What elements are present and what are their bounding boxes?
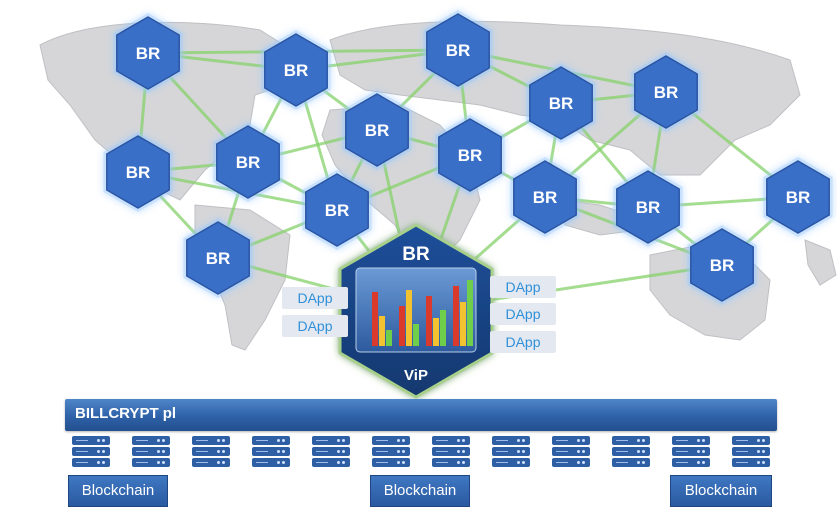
br-node-hexagon	[106, 135, 170, 209]
br-node-label: BR	[236, 153, 261, 172]
br-node: BR	[103, 132, 173, 212]
br-node: BR	[526, 63, 596, 143]
server-rack-icon	[432, 436, 470, 469]
br-node-label: BR	[126, 163, 151, 182]
mini-chart-bar	[453, 286, 459, 346]
br-node-hexagon	[216, 125, 280, 199]
br-node: BR	[342, 90, 412, 170]
br-node-label: BR	[636, 198, 661, 217]
mini-chart-bar	[399, 306, 405, 346]
br-node: BR	[763, 157, 833, 237]
server-rack-icon	[192, 436, 230, 469]
br-node-label: BR	[284, 61, 309, 80]
dapp-right-3: DApp	[490, 331, 556, 353]
br-node-hexagon	[529, 66, 593, 140]
blockchain-box-3: Blockchain	[670, 475, 772, 507]
server-rack-icon	[312, 436, 350, 469]
mini-chart-bar	[406, 290, 412, 346]
br-node-hexagon	[426, 13, 490, 87]
server-rack-icon	[552, 436, 590, 469]
br-node: BR	[261, 30, 331, 110]
br-node-label: BR	[710, 256, 735, 275]
server-rack-icon	[672, 436, 710, 469]
dapp-left-1: DApp	[282, 287, 348, 309]
br-node-hexagon	[690, 228, 754, 302]
br-node-hexagon	[634, 55, 698, 129]
mini-chart-bar	[460, 302, 466, 346]
br-node-label: BR	[365, 121, 390, 140]
br-node-label: BR	[446, 41, 471, 60]
server-rack-icon	[732, 436, 770, 469]
billcrypt-platform-bar: BILLCRYPT pl	[65, 399, 777, 431]
mini-chart-bar	[413, 324, 419, 346]
br-node-hexagon	[264, 33, 328, 107]
br-node: BR	[631, 52, 701, 132]
br-node-label: BR	[458, 146, 483, 165]
br-node-hexagon	[438, 118, 502, 192]
server-rack-icon	[252, 436, 290, 469]
br-node-label: BR	[533, 188, 558, 207]
br-node-hexagon	[345, 93, 409, 167]
mini-chart-bar	[379, 316, 385, 346]
mini-chart-bar	[440, 310, 446, 346]
br-node: BR	[613, 167, 683, 247]
br-node-label: BR	[136, 44, 161, 63]
br-node-label: BR	[654, 83, 679, 102]
server-rack-icon	[612, 436, 650, 469]
br-node: BR	[302, 170, 372, 250]
br-node-label: BR	[206, 249, 231, 268]
mini-chart-bar	[433, 318, 439, 346]
server-rack-icon	[372, 436, 410, 469]
mini-chart-bar	[426, 296, 432, 346]
br-node-hexagon	[305, 173, 369, 247]
br-node: BR	[423, 10, 493, 90]
network-nodes: BR BR BR BR BR BR BR BR BR BR BR BR BR BR BR	[103, 10, 833, 305]
dapp-right-1: DApp	[490, 276, 556, 298]
blockchain-box-2: Blockchain	[370, 475, 470, 507]
br-node-hexagon	[116, 16, 180, 90]
server-rack-icon	[492, 436, 530, 469]
central-node-title: BR	[402, 244, 430, 265]
br-node-hexagon	[186, 221, 250, 295]
br-node-hexagon	[616, 170, 680, 244]
mini-chart-bar	[467, 280, 473, 346]
br-node-label: BR	[325, 201, 350, 220]
br-node: BR	[435, 115, 505, 195]
central-node-subtitle: ViP	[404, 367, 428, 384]
br-node-label: BR	[549, 94, 574, 113]
br-node: BR	[687, 225, 757, 305]
br-node: BR	[510, 157, 580, 237]
br-node-hexagon	[513, 160, 577, 234]
mini-chart-bar	[372, 292, 378, 346]
br-node: BR	[113, 13, 183, 93]
blockchain-box-1: Blockchain	[68, 475, 168, 507]
dapp-left-2: DApp	[282, 315, 348, 337]
platform-label: BILLCRYPT pl	[75, 405, 177, 422]
br-node-label: BR	[786, 188, 811, 207]
server-rack-icon	[132, 436, 170, 469]
mini-chart-bar	[386, 330, 392, 346]
mini-chart	[372, 280, 473, 346]
br-node: BR	[213, 122, 283, 202]
br-node-hexagon	[766, 160, 830, 234]
br-node: BR	[183, 218, 253, 298]
dapp-right-2: DApp	[490, 303, 556, 325]
server-rack-icon	[72, 436, 110, 469]
